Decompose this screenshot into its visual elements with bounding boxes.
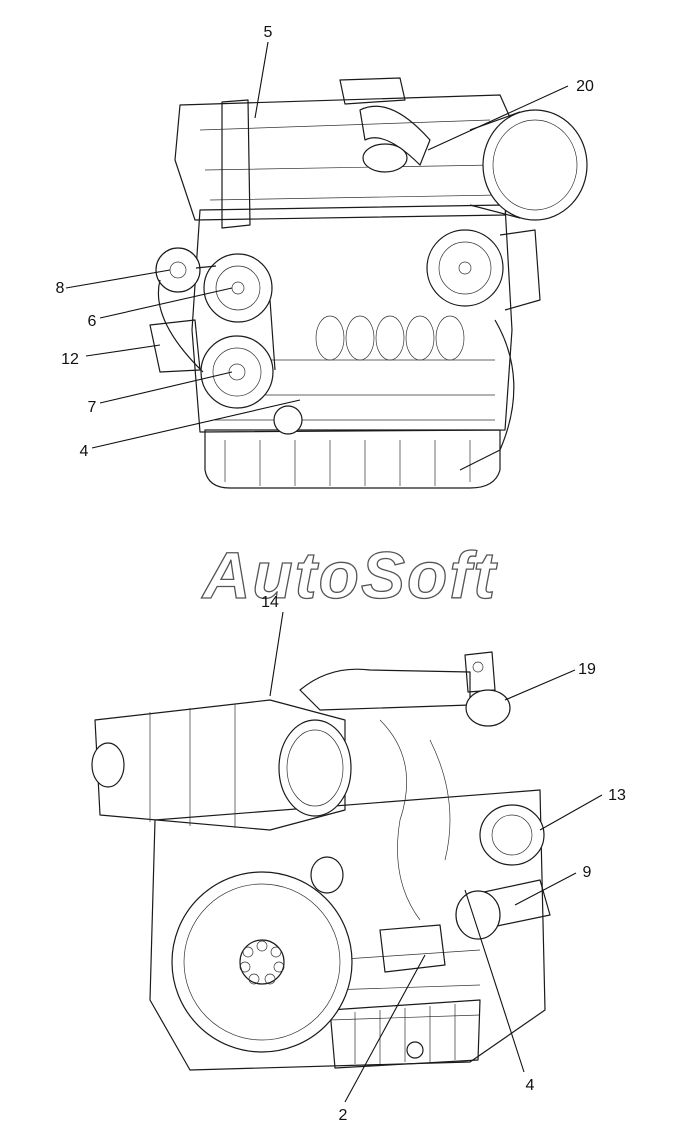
callout-14: 14 — [261, 594, 279, 611]
callout-9: 9 — [583, 864, 592, 881]
top-callouts: 5 20 8 6 12 7 4 — [56, 24, 594, 460]
engine-top-view — [149, 77, 588, 489]
top-leader-lines — [65, 41, 569, 449]
callout-6: 6 — [88, 313, 97, 330]
callout-2: 2 — [339, 1107, 348, 1124]
callout-19: 19 — [578, 661, 596, 678]
watermark-logo: AutoSoft — [201, 538, 499, 612]
callout-5: 5 — [264, 24, 273, 41]
callout-8: 8 — [56, 280, 65, 297]
callout-4: 4 — [80, 443, 89, 460]
callout-7: 7 — [88, 399, 97, 416]
engine-bottom-view — [91, 651, 551, 1071]
callout-20: 20 — [576, 78, 594, 95]
bottom-callouts: 14 19 13 9 4 2 — [261, 594, 626, 1124]
bottom-leader-lines — [269, 611, 603, 1103]
callout-12: 12 — [61, 351, 79, 368]
callout-13: 13 — [608, 787, 626, 804]
callout-4: 4 — [526, 1077, 535, 1094]
